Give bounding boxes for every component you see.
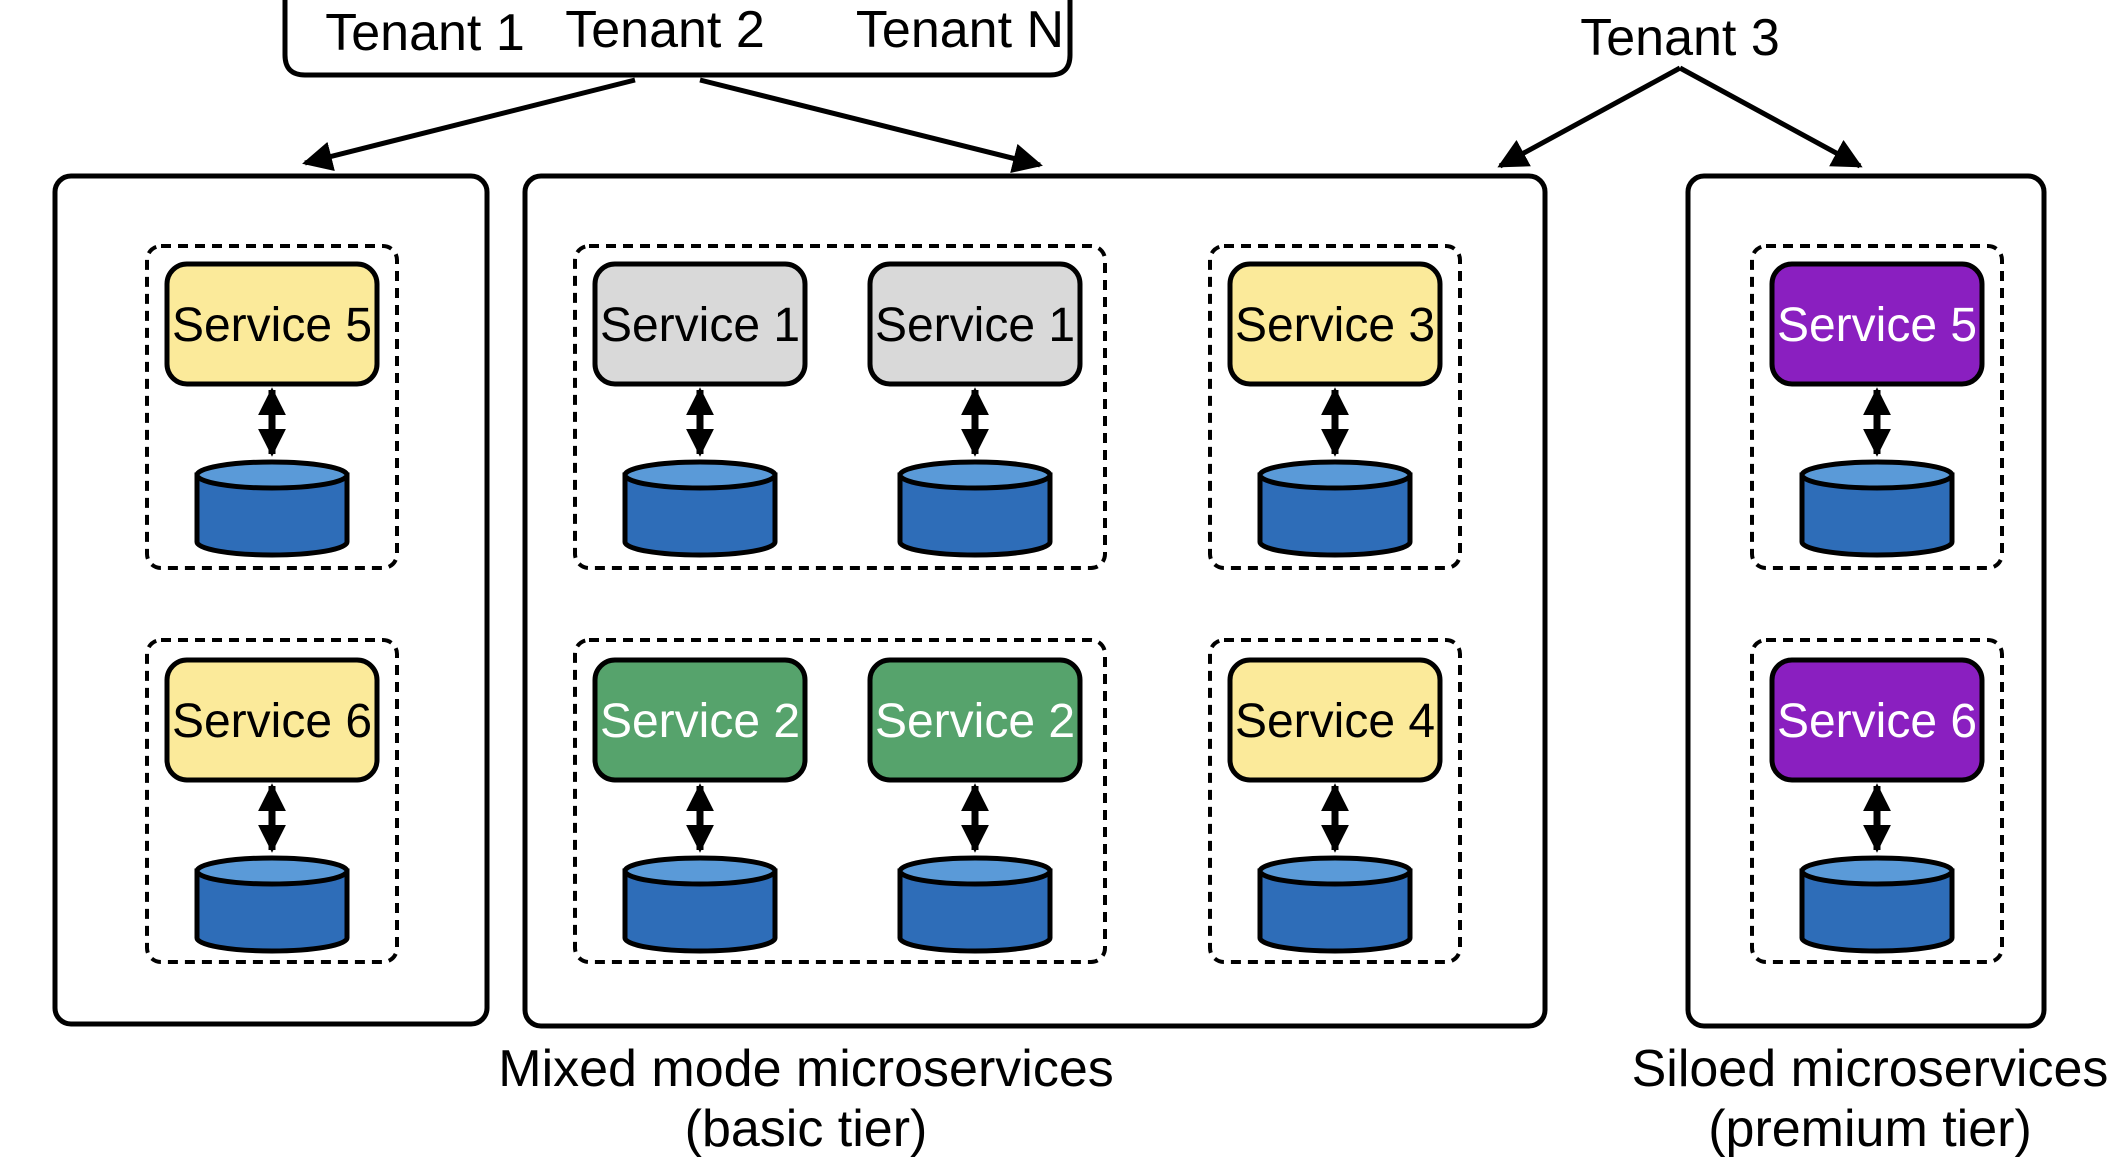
service-box [592, 261, 808, 387]
mixed-mode-caption-line2: (basic tier) [685, 1100, 928, 1158]
siloed-group-service6 [1750, 638, 2004, 964]
siloed-caption-line1: Siloed microservices [1632, 1040, 2109, 1098]
database-icon [1257, 459, 1413, 558]
database-icon [622, 855, 778, 954]
service-unit-left-top: Service 5 [164, 261, 380, 558]
database-icon [1799, 459, 1955, 558]
service-unit-mixed-s2-a: Service 2 [592, 657, 808, 954]
mixed-mode-caption-line1: Mixed mode microservices [498, 1040, 1114, 1098]
service-unit-mixed-s4: Service 4 [1227, 657, 1443, 954]
service-label: Service 5 [1777, 299, 1977, 352]
left-silo-container [52, 173, 490, 1027]
service-label: Service 6 [172, 695, 372, 748]
service-box [164, 657, 380, 783]
database-icon [897, 459, 1053, 558]
arrow-to-left-silo [302, 77, 636, 171]
database-icon [1799, 855, 1955, 954]
database-icon [1257, 855, 1413, 954]
service-label: Service 3 [1235, 299, 1435, 352]
service-label: Service 4 [1235, 695, 1435, 748]
arrow-to-mixed-mode [699, 77, 1043, 174]
service-box [1227, 657, 1443, 783]
service-label: Service 5 [172, 299, 372, 352]
service-box [867, 261, 1083, 387]
database-icon [194, 855, 350, 954]
tenant-group: Tenant 1 Tenant 2 Tenant N [282, 0, 1073, 78]
tenant-3-label: Tenant 3 [1580, 9, 1780, 67]
mixed-group-service2 [573, 638, 1107, 964]
tenant-group-box [282, 0, 1073, 78]
service-unit-left-bottom: Service 6 [164, 657, 380, 954]
siloed-container [1685, 173, 2047, 1029]
siloed-group-service5 [1750, 244, 2004, 570]
mixed-group-service4 [1208, 638, 1462, 964]
service-box [1769, 657, 1985, 783]
mixed-mode-container [522, 173, 1548, 1029]
arrow-tenant3-to-siloed [1678, 65, 1863, 169]
tenant-2-label: Tenant 2 [565, 1, 765, 59]
service-label: Service 6 [1777, 695, 1977, 748]
service-unit-mixed-s3: Service 3 [1227, 261, 1443, 558]
service-box [164, 261, 380, 387]
service-label: Service 1 [600, 299, 800, 352]
service-box [592, 657, 808, 783]
tenant-1-label: Tenant 1 [325, 4, 525, 62]
service-box [1769, 261, 1985, 387]
service-label: Service 2 [875, 695, 1075, 748]
database-icon [194, 459, 350, 558]
service-units: Service 5 Service 6 Service 1 Service 1 Serv… [164, 261, 1985, 954]
left-group-service6 [145, 638, 399, 964]
mixed-group-service1 [573, 244, 1107, 570]
service-unit-mixed-s1-a: Service 1 [592, 261, 808, 558]
tenant-n-label: Tenant N [856, 1, 1064, 59]
service-unit-siloed-bottom: Service 6 [1769, 657, 1985, 954]
service-box [1227, 261, 1443, 387]
mixed-group-service3 [1208, 244, 1462, 570]
arrow-tenant3-to-mixed [1497, 65, 1682, 169]
service-box [867, 657, 1083, 783]
database-icon [622, 459, 778, 558]
service-label: Service 1 [875, 299, 1075, 352]
service-unit-mixed-s2-b: Service 2 [867, 657, 1083, 954]
database-icon [897, 855, 1053, 954]
siloed-caption-line2: (premium tier) [1708, 1100, 2032, 1158]
left-group-service5 [145, 244, 399, 570]
service-label: Service 2 [600, 695, 800, 748]
service-unit-mixed-s1-b: Service 1 [867, 261, 1083, 558]
service-unit-siloed-top: Service 5 [1769, 261, 1985, 558]
